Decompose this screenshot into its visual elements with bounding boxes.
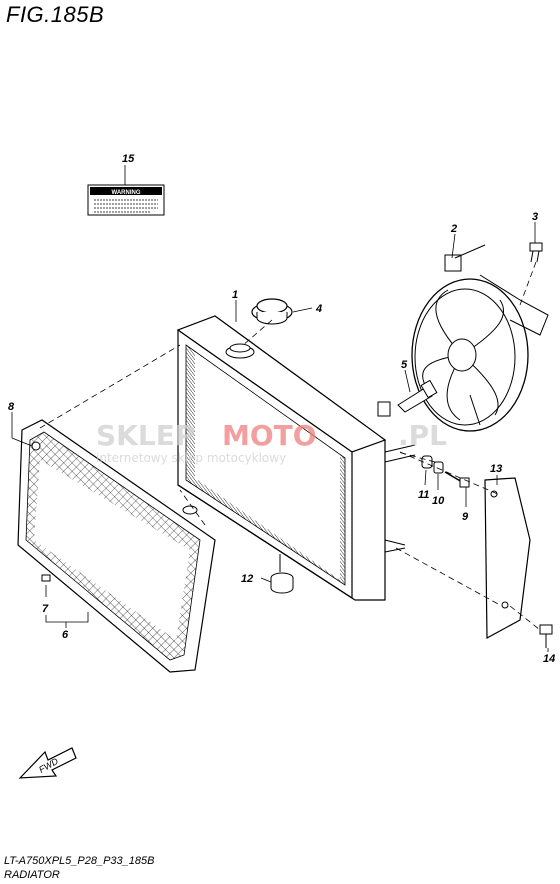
callout-12: 12 (241, 573, 253, 585)
callout-1: 1 (232, 289, 238, 301)
callout-4: 4 (315, 303, 322, 315)
callout-2: 2 (450, 223, 457, 235)
callout-14: 14 (543, 653, 555, 665)
callout-7: 7 (42, 603, 49, 615)
callout-5: 5 (401, 359, 408, 371)
watermark-brand-left: SKLEP (96, 419, 195, 452)
fan-switch (397, 379, 438, 413)
rubber-mount (270, 554, 294, 594)
warning-label-text: WARNING (112, 190, 141, 196)
leader-lines (11, 165, 549, 652)
callout-11: 11 (418, 489, 429, 501)
radiator-screen (17, 419, 216, 673)
screw-8 (31, 441, 41, 451)
bolt-14 (539, 624, 553, 648)
callout-8: 8 (8, 401, 15, 413)
watermark: SKLEP MOTO .PL internetowy sklep motocyk… (96, 419, 447, 465)
section-name: RADIATOR (4, 869, 60, 881)
fwd-arrow: FWD (18, 747, 77, 779)
watermark-tagline: internetowy sklep motocyklowy (96, 451, 286, 465)
watermark-brand-tld: .PL (398, 419, 447, 452)
figure-title: FIG.185B (6, 2, 105, 27)
callout-13: 13 (490, 463, 502, 475)
cooling-fan (411, 244, 549, 432)
model-code: LT-A750XPL5_P28_P33_185B (4, 855, 155, 867)
assembly-lines (39, 261, 541, 631)
callout-15: 15 (122, 153, 135, 165)
bolt-collar-grommet (421, 455, 470, 488)
callout-numbers: 15 1 4 2 3 5 8 13 11 10 9 12 7 6 14 (8, 153, 555, 665)
callout-6: 6 (62, 629, 69, 641)
watermark-brand-right: MOTO (222, 419, 317, 452)
warning-label-part: WARNING (87, 184, 165, 216)
callout-3: 3 (532, 211, 538, 223)
radiator-cap (225, 298, 293, 359)
bolt-3 (529, 242, 543, 263)
shroud-panel (484, 477, 531, 640)
callout-10: 10 (432, 495, 445, 507)
callout-9: 9 (462, 511, 469, 523)
